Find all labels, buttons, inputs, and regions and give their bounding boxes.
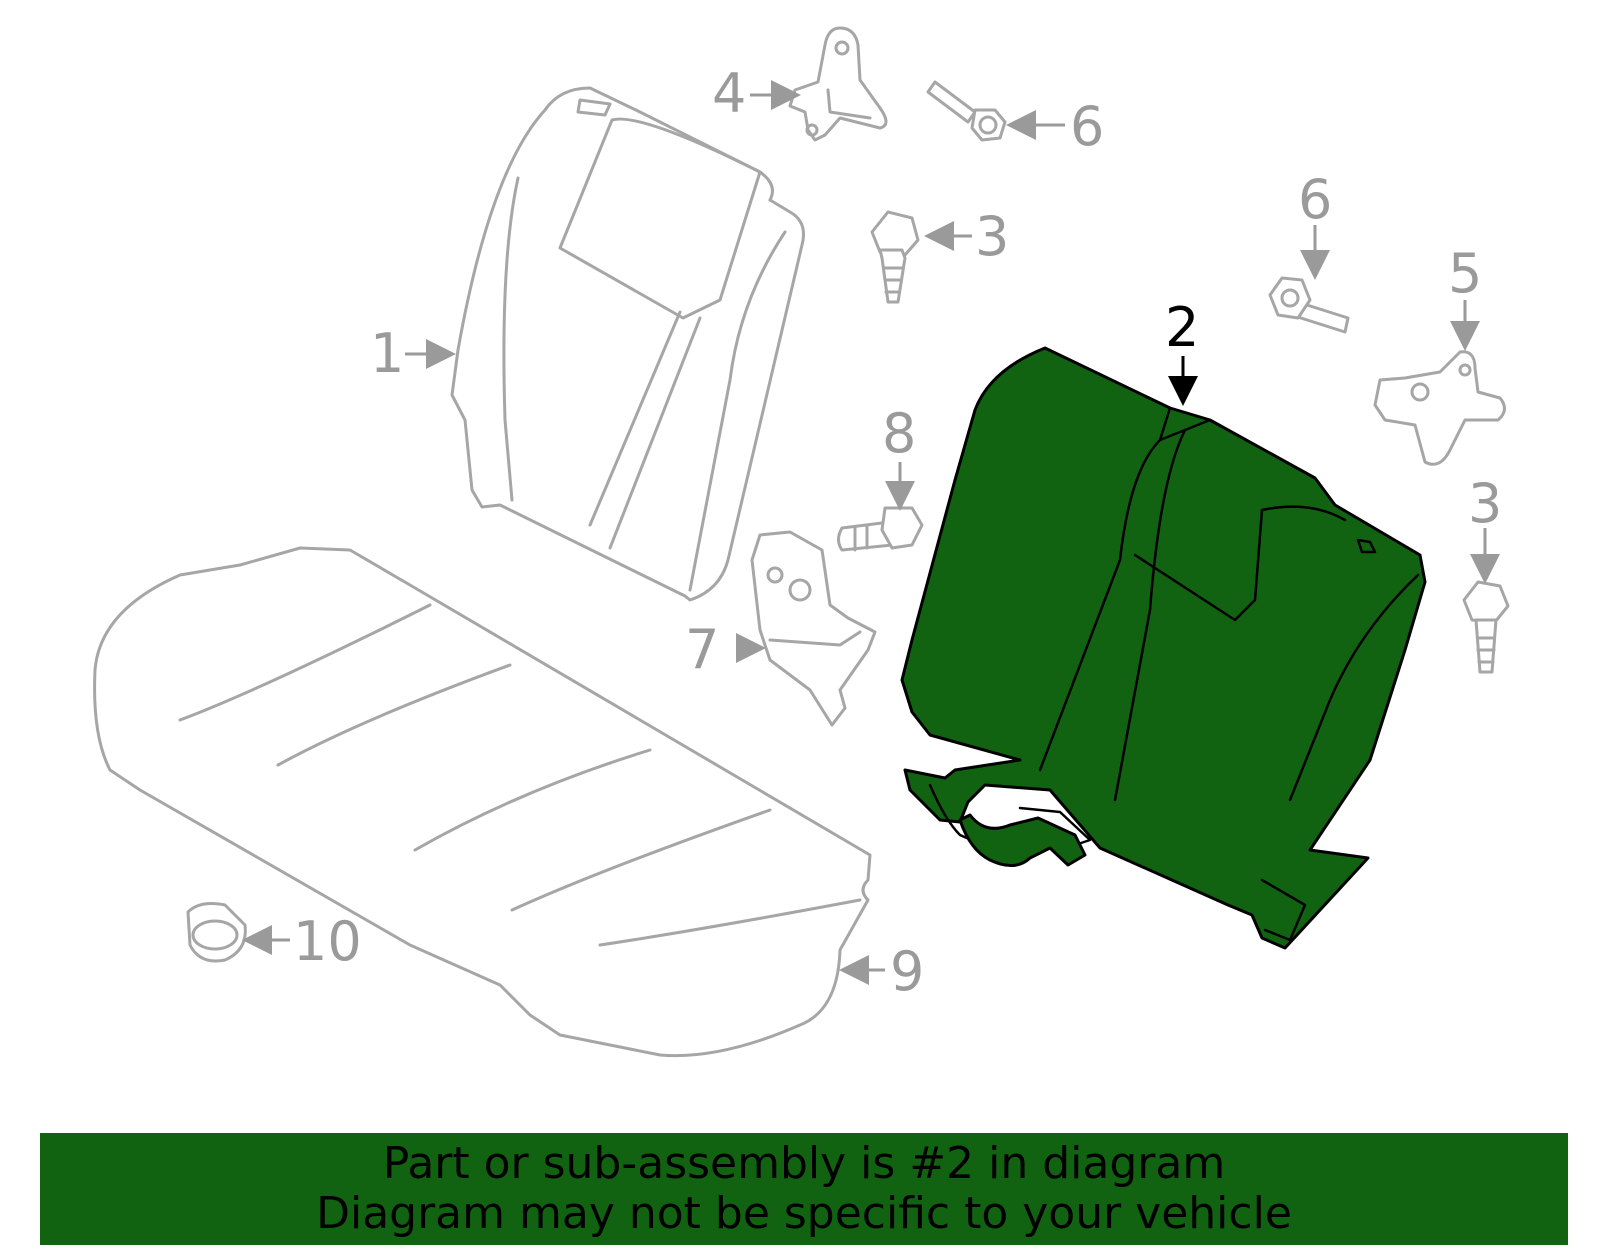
callout-5: 5 bbox=[1448, 242, 1482, 305]
bolt-part-6-right bbox=[1268, 276, 1350, 334]
seat-cushion-part-9 bbox=[93, 546, 872, 1058]
bolt-part-3-left bbox=[870, 210, 920, 304]
info-banner: Part or sub-assembly is #2 in diagram Di… bbox=[40, 1133, 1568, 1245]
seat-back-left-part-1 bbox=[450, 86, 805, 602]
bolt-part-6-top bbox=[926, 80, 1007, 142]
callout-2: 2 bbox=[1165, 296, 1199, 359]
bolt-part-8 bbox=[837, 506, 924, 552]
callout-6-top: 6 bbox=[1070, 95, 1104, 158]
seat-back-right-part-2 bbox=[900, 346, 1427, 950]
callout-1: 1 bbox=[370, 322, 404, 385]
banner-line-2: Diagram may not be specific to your vehi… bbox=[316, 1188, 1292, 1239]
callout-4: 4 bbox=[712, 62, 746, 125]
callout-3-left: 3 bbox=[975, 205, 1009, 268]
callout-6-right: 6 bbox=[1298, 168, 1332, 231]
bolt-part-3-right bbox=[1462, 580, 1510, 674]
hinge-bracket-part-4 bbox=[788, 26, 888, 142]
callout-10: 10 bbox=[293, 910, 362, 973]
callout-3-right: 3 bbox=[1468, 472, 1502, 535]
leader-arrows bbox=[242, 80, 1500, 985]
clip-part-10 bbox=[186, 902, 247, 963]
hinge-bracket-part-7 bbox=[750, 530, 877, 727]
callout-9: 9 bbox=[890, 940, 924, 1003]
banner-line-1: Part or sub-assembly is #2 in diagram bbox=[382, 1138, 1226, 1189]
callout-8: 8 bbox=[882, 402, 916, 465]
callout-7: 7 bbox=[685, 618, 719, 681]
hinge-bracket-part-5 bbox=[1373, 350, 1506, 466]
